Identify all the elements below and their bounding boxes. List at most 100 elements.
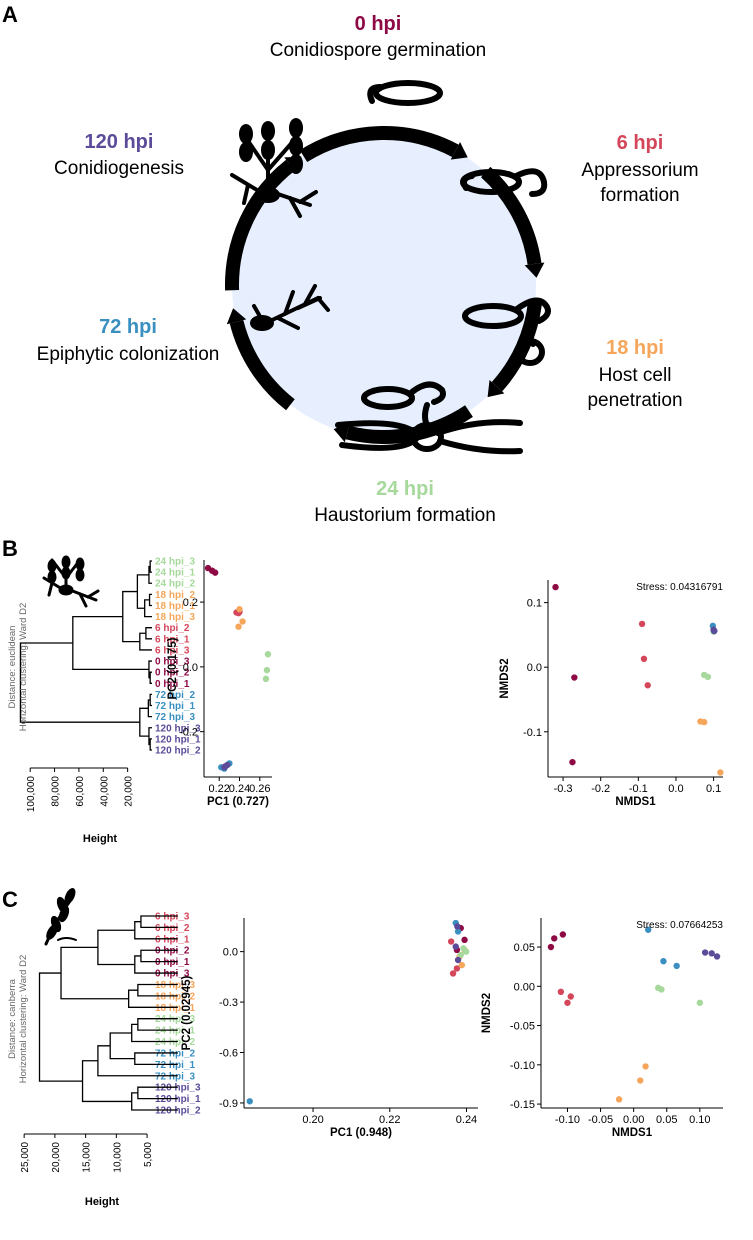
stage-label: formation xyxy=(600,185,679,206)
wheat-icon xyxy=(44,888,77,946)
host-cell-penetration-drawing xyxy=(462,297,551,366)
stage-6hpi: 6 hpi Appressorium formation xyxy=(581,132,698,206)
x-tick-label: -0.10 xyxy=(555,1114,580,1126)
haustorium-formation-drawing xyxy=(335,381,523,455)
y-tick-label: -0.05 xyxy=(510,1021,535,1033)
conidiospore-germination-drawing xyxy=(367,80,443,106)
data-point xyxy=(551,935,558,942)
y-tick-label: -0.1 xyxy=(523,727,542,739)
y-tick-label: -0.2 xyxy=(179,727,198,739)
data-point xyxy=(638,620,646,628)
ring-arrow-4 xyxy=(226,308,247,325)
dendrogram-branch xyxy=(81,1060,132,1103)
data-point xyxy=(457,951,464,959)
dendrogram-branch xyxy=(134,1052,178,1065)
stage-label: Haustorium formation xyxy=(314,505,496,526)
stage-0hpi: 0 hpi Conidiospore germination xyxy=(270,13,487,61)
data-point xyxy=(246,1098,253,1105)
dendrogram-b: 24 hpi_324 hpi_124 hpi_218 hpi_218 hpi_1… xyxy=(7,557,201,846)
data-point xyxy=(645,926,652,933)
epiphytic-colonization-drawing xyxy=(250,284,330,331)
data-point xyxy=(211,569,219,576)
leaf-label: 120 hpi_3 xyxy=(155,1083,201,1094)
leaf-label: 18 hpi_2 xyxy=(155,590,195,601)
leaf-label: 72 hpi_1 xyxy=(155,1060,195,1071)
data-point xyxy=(263,666,271,674)
leaf-label: 18 hpi_1 xyxy=(155,1003,195,1014)
stage-time: 24 hpi xyxy=(376,478,434,500)
y-tick-label: 0.0 xyxy=(223,947,238,959)
panel-label-b: B xyxy=(2,536,18,561)
x-tick-label: 0.24 xyxy=(456,1114,477,1126)
leaf-label: 24 hpi_2 xyxy=(155,1037,195,1048)
data-point xyxy=(447,938,455,945)
x-tick-label: 25,000 xyxy=(20,1142,31,1173)
x-tick-label: -0.2 xyxy=(591,783,610,795)
leaf-label: 6 hpi_3 xyxy=(155,912,190,923)
stage-time: 120 hpi xyxy=(85,131,154,153)
dendrogram-branch xyxy=(109,1032,135,1060)
x-tick-label: -0.3 xyxy=(554,783,573,795)
data-point xyxy=(696,999,704,1006)
x-tick-label: 0.22 xyxy=(379,1114,400,1126)
data-point xyxy=(704,673,712,681)
data-point xyxy=(461,936,468,944)
dendrogram-branch xyxy=(149,738,152,751)
y-axis-title: NMDS2 xyxy=(481,993,493,1033)
x-tick-label: 20,000 xyxy=(51,1142,62,1173)
leaf-label: 72 hpi_2 xyxy=(155,690,195,701)
distance-label: Distance: euclidean xyxy=(7,626,18,709)
stage-time: 0 hpi xyxy=(355,13,402,35)
x-axis-title: Height xyxy=(83,833,118,845)
x-axis-title: Height xyxy=(85,1196,120,1208)
leaf-label: 24 hpi_1 xyxy=(155,568,195,579)
leaf-label: 24 hpi_2 xyxy=(155,579,195,590)
leaf-label: 24 hpi_3 xyxy=(155,1014,195,1025)
stress-annotation: Stress: 0.07664253 xyxy=(636,920,723,931)
x-tick-label: -0.1 xyxy=(629,783,648,795)
conidiophore-icon xyxy=(42,555,100,608)
data-point xyxy=(557,988,565,996)
data-point xyxy=(453,965,461,972)
ring-segment-1 xyxy=(480,166,542,265)
data-point xyxy=(264,651,272,658)
data-point xyxy=(717,769,724,776)
data-point xyxy=(239,618,246,625)
y-axis-title: PC2 (0.02945) xyxy=(181,975,193,1050)
distance-label: Horizontal clustering: Ward D2 xyxy=(18,603,29,731)
dendrogram-branch xyxy=(148,660,152,679)
leaf-label: 6 hpi_1 xyxy=(155,634,190,645)
data-point xyxy=(708,950,715,957)
leaf-label: 6 hpi_2 xyxy=(155,623,190,634)
data-point xyxy=(673,962,680,970)
x-tick-label: 0.20 xyxy=(302,1114,323,1126)
data-point xyxy=(452,943,459,950)
leaf-label: 0 hpi_2 xyxy=(155,946,190,957)
y-tick-label: 0.2 xyxy=(183,597,198,609)
stage-label: Conidiospore germination xyxy=(270,40,487,61)
x-tick-label: 0.05 xyxy=(656,1114,677,1126)
x-axis-title: PC1 (0.727) xyxy=(207,796,269,808)
dendrogram-branch xyxy=(60,946,129,1000)
y-tick-label: 0.00 xyxy=(514,981,535,993)
leaf-label: 72 hpi_3 xyxy=(155,712,195,723)
dendrogram-branch xyxy=(149,560,152,573)
x-tick-label: 60,000 xyxy=(75,776,86,807)
stage-120hpi: 120 hpi Conidiogenesis xyxy=(54,131,184,179)
y-tick-label: -0.6 xyxy=(219,1048,238,1060)
leaf-label: 24 hpi_3 xyxy=(155,557,195,568)
panel-label-a: A xyxy=(2,2,18,27)
data-point xyxy=(637,1077,644,1084)
stage-label: penetration xyxy=(587,390,682,411)
leaf-label: 0 hpi_2 xyxy=(155,668,190,679)
dendrogram-branch xyxy=(72,615,149,671)
leaf-label: 72 hpi_1 xyxy=(155,701,195,712)
panel-label-c: C xyxy=(2,887,18,912)
x-tick-label: -0.05 xyxy=(588,1114,613,1126)
x-tick-label: 10,000 xyxy=(112,1142,123,1173)
data-point xyxy=(711,627,718,635)
x-tick-label: 0.10 xyxy=(689,1114,710,1126)
